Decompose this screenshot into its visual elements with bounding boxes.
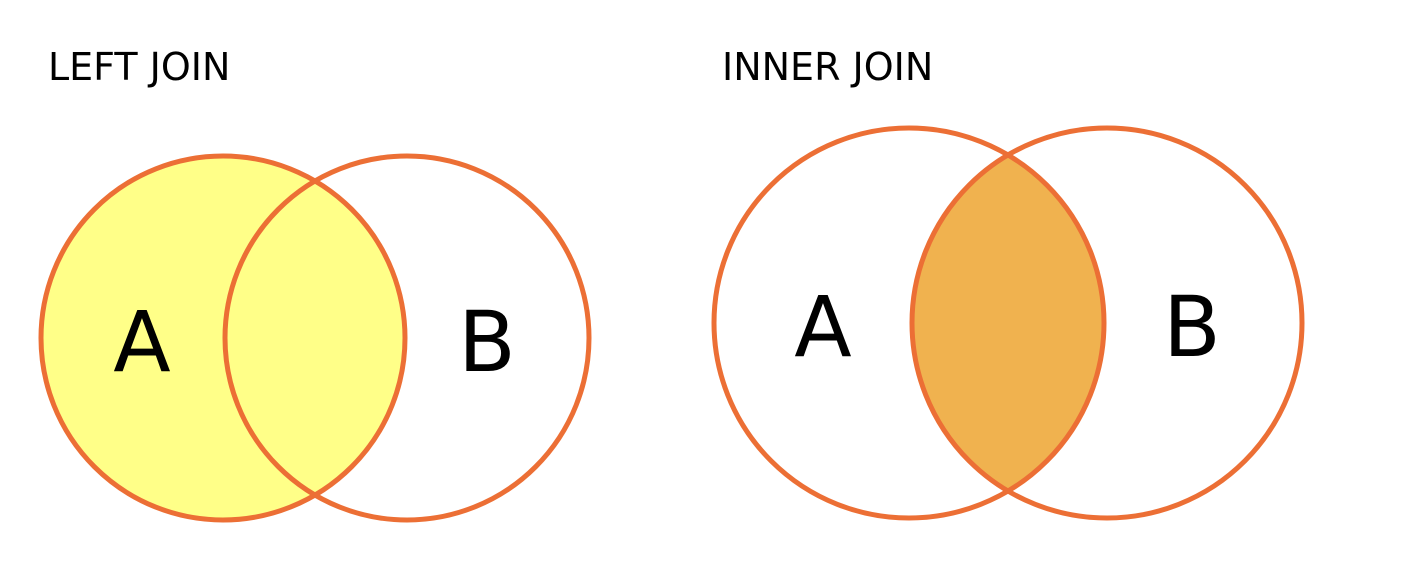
inner-join-circle-a	[711, 125, 1107, 521]
left-join-label-b: B	[458, 293, 516, 391]
left-join-circle-b	[222, 153, 592, 523]
inner-join-circle-b	[909, 125, 1305, 521]
left-join-label-a: A	[113, 293, 170, 391]
inner-join-label-a: A	[794, 278, 851, 376]
inner-join-label-b: B	[1163, 278, 1221, 376]
left-join-title: LEFT JOIN	[48, 45, 230, 89]
inner-join-title: INNER JOIN	[722, 45, 933, 89]
inner-join-diagram: INNER JOIN A B	[711, 45, 1305, 521]
inner-join-intersection	[912, 128, 1104, 518]
left-join-diagram: LEFT JOIN A B	[38, 45, 592, 523]
